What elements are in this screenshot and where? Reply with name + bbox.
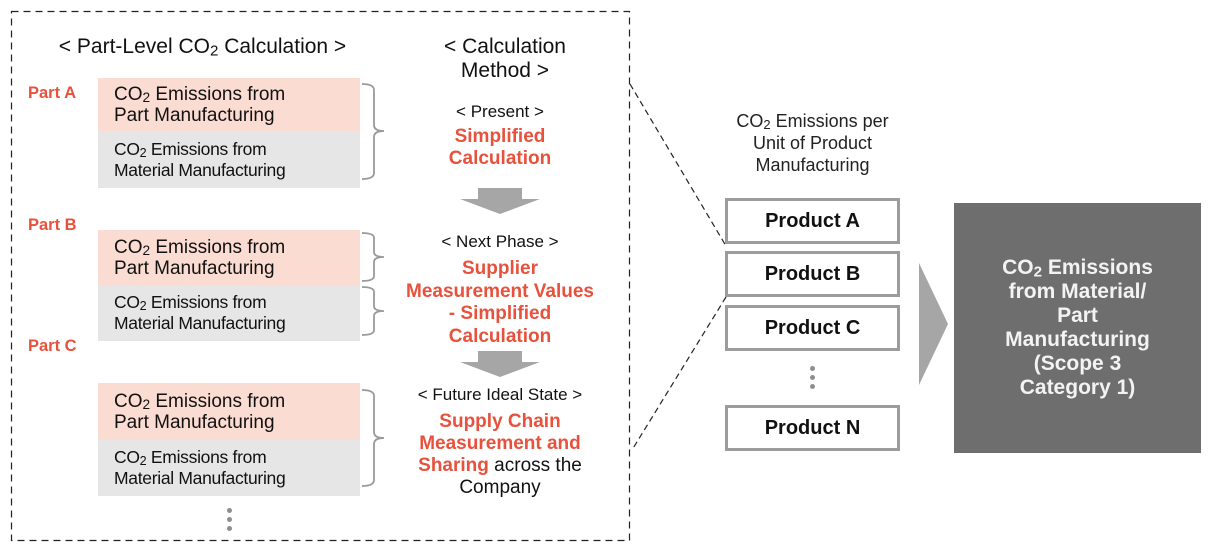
- chevron-right-icon: [919, 263, 948, 385]
- method-highlight: Sharing: [418, 455, 489, 476]
- cell-text: Material Manufacturing: [114, 159, 286, 180]
- result-line: Part: [1057, 304, 1098, 327]
- part-c-label: Part C: [28, 337, 77, 355]
- more-products-ellipsis-icon: [810, 366, 816, 393]
- cell-text: CO2 Emissions from: [114, 390, 286, 412]
- phase-label: < Next Phase >: [441, 232, 559, 251]
- connector-line-bottom: [631, 296, 727, 451]
- cell-text: CO2 Emissions from: [114, 292, 267, 313]
- cell-text: Material Manufacturing: [114, 313, 286, 333]
- method-line: Calculation: [448, 325, 552, 347]
- result-line: Category 1): [1019, 376, 1136, 399]
- cell-text: Part Manufacturing: [114, 257, 275, 279]
- method-line: Measurement and: [419, 433, 581, 454]
- product-box-a: Product A: [725, 198, 900, 244]
- method-suffix: Company: [459, 477, 541, 498]
- part-b-label: Part B: [28, 216, 77, 234]
- cell-text: Material Manufacturing: [114, 468, 286, 488]
- method-line: Supplier: [461, 258, 538, 279]
- down-arrow-icon: [460, 351, 540, 377]
- method-text: Simplified Calculation: [410, 126, 590, 170]
- phase-next: < Next Phase > Supplier Measurement Valu…: [385, 232, 615, 348]
- unit-label-line: Manufacturing: [755, 155, 870, 175]
- method-text: Supply Chain Measurement and Sharing acr…: [395, 411, 605, 499]
- product-box-b: Product B: [725, 251, 900, 297]
- method-line: Calculation: [448, 148, 552, 169]
- phase-present: < Present > Simplified Calculation: [410, 102, 590, 170]
- unit-label-line: Unit of Product: [752, 133, 873, 153]
- result-line: Manufacturing: [1005, 328, 1150, 351]
- method-line: Supply Chain: [439, 411, 561, 432]
- brace-part-c: [361, 389, 385, 487]
- brace-part-b-material: [361, 286, 385, 336]
- result-line: from Material/: [1008, 280, 1147, 303]
- more-parts-ellipsis-icon: [227, 508, 233, 535]
- brace-part-a: [361, 83, 385, 180]
- method-heading-line: < Calculation: [444, 35, 566, 58]
- cell-text: Part Manufacturing: [114, 411, 275, 433]
- part-level-heading-text: < Part-Level CO2 Calculation >: [58, 35, 347, 60]
- scope3-category1-result-box: CO2 Emissions from Material/ Part Manufa…: [954, 203, 1201, 453]
- unit-label-line: CO2 Emissions per: [736, 111, 889, 132]
- calculation-method-heading: < Calculation Method >: [420, 35, 590, 83]
- phase-future: < Future Ideal State > Supply Chain Meas…: [395, 385, 605, 499]
- part-level-heading: < Part-Level CO2 Calculation >: [30, 35, 375, 59]
- method-line: Measurement Values: [406, 280, 594, 302]
- cell-text: Part Manufacturing: [114, 104, 275, 126]
- unit-emissions-label: CO2 Emissions per Unit of Product Manufa…: [700, 110, 925, 176]
- method-suffix: across the: [488, 455, 582, 476]
- down-arrow-icon: [460, 188, 540, 214]
- part-a-label: Part A: [28, 84, 76, 102]
- cell-text: CO2 Emissions from: [114, 236, 286, 258]
- method-text: Supplier Measurement Values - Simplified…: [385, 258, 615, 348]
- phase-label: < Present >: [456, 102, 544, 121]
- phase-label: < Future Ideal State >: [417, 385, 583, 404]
- method-line: - Simplified: [448, 303, 552, 324]
- cell-text: CO2 Emissions from: [114, 83, 286, 105]
- product-box-c: Product C: [725, 305, 900, 351]
- brace-part-b-part: [361, 232, 385, 282]
- product-box-n: Product N: [725, 405, 900, 451]
- result-line: (Scope 3: [1033, 352, 1122, 375]
- cell-text: CO2 Emissions from: [114, 138, 267, 160]
- method-line: Sharing across the: [395, 455, 605, 477]
- cell-text: CO2 Emissions from: [114, 447, 267, 468]
- method-heading-line: Method >: [460, 59, 550, 82]
- method-line: Simplified: [454, 126, 546, 147]
- result-line: CO2 Emissions: [1002, 256, 1153, 281]
